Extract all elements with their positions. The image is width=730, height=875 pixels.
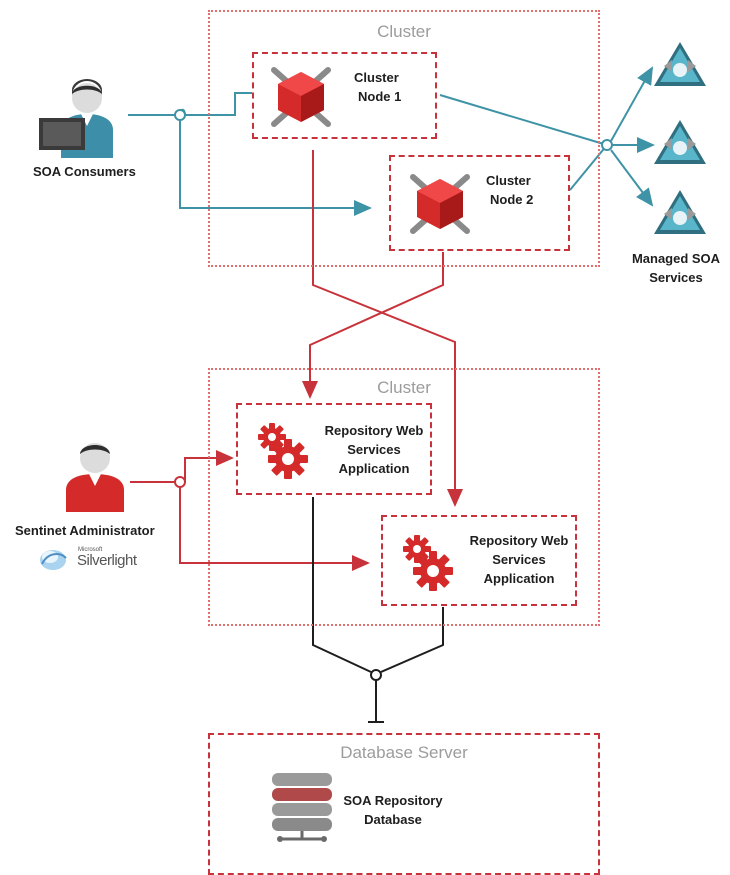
cluster-node-1[interactable]: Cluster Node 1 bbox=[252, 52, 437, 139]
node-2-label-line2: Node 2 bbox=[490, 192, 534, 207]
managed-service-icon bbox=[654, 42, 706, 86]
repository-app-2-line2: Services bbox=[492, 552, 546, 567]
repository-app-1[interactable]: Repository Web Services Application bbox=[236, 403, 432, 495]
administrator-person-icon bbox=[66, 443, 124, 512]
silverlight-microsoft-text: Microsoft bbox=[78, 547, 103, 553]
soa-repository-line2: Database bbox=[364, 812, 422, 827]
managed-services-label-line2: Services bbox=[649, 270, 703, 285]
managed-service-icon bbox=[654, 190, 706, 234]
node-1-label-line2: Node 1 bbox=[358, 89, 402, 104]
database-server: Database Server SOA Repository Database bbox=[208, 733, 600, 875]
admin-links bbox=[130, 450, 370, 571]
sentinet-admin-label: Sentinet Administrator bbox=[15, 523, 155, 538]
database-server-title: Database Server bbox=[340, 743, 468, 762]
top-cluster-title: Cluster bbox=[377, 22, 431, 41]
consumer-links bbox=[128, 85, 372, 216]
database-stack-icon bbox=[272, 773, 332, 842]
node-1-label: Cluster Node 1 bbox=[354, 68, 401, 106]
node-2-label-line1: Cluster bbox=[486, 173, 531, 188]
red-cube-icon bbox=[271, 67, 331, 127]
gears-icon bbox=[258, 423, 308, 479]
node-1-label-line1: Cluster bbox=[354, 70, 399, 85]
managed-services-label-line1: Managed SOA bbox=[631, 251, 721, 266]
node-repo-links bbox=[302, 150, 463, 507]
repository-app-1-line1: Repository Web bbox=[324, 423, 424, 438]
repository-app-1-label: Repository Web Services Application bbox=[316, 421, 432, 478]
repository-app-2[interactable]: Repository Web Services Application bbox=[381, 515, 577, 606]
db-links bbox=[312, 497, 444, 723]
repository-app-2-line1: Repository Web bbox=[469, 533, 569, 548]
soa-repository-label: SOA Repository Database bbox=[338, 791, 448, 829]
cluster-node-2[interactable]: Cluster Node 2 bbox=[389, 155, 570, 251]
top-cluster: Cluster bbox=[208, 10, 600, 267]
managed-service-icon bbox=[654, 120, 706, 164]
gears-icon bbox=[403, 535, 453, 591]
bottom-cluster-title: Cluster bbox=[377, 378, 431, 397]
repository-app-2-line3: Application bbox=[483, 571, 555, 586]
silverlight-text: Silverlight bbox=[77, 552, 137, 569]
node-2-label: Cluster Node 2 bbox=[486, 171, 533, 209]
silverlight-logo: Microsoft Silverlight bbox=[38, 544, 148, 574]
bottom-cluster: Cluster bbox=[208, 368, 600, 626]
repository-app-1-line3: Application bbox=[338, 461, 410, 476]
red-cube-icon bbox=[410, 174, 470, 234]
soa-repository-line1: SOA Repository bbox=[343, 793, 443, 808]
consumer-person-laptop-icon bbox=[39, 79, 113, 158]
repository-app-1-line2: Services bbox=[347, 442, 401, 457]
repository-app-2-label: Repository Web Services Application bbox=[461, 531, 577, 588]
silverlight-icon bbox=[40, 550, 67, 570]
managed-services-label: Managed SOA Services bbox=[626, 249, 726, 287]
service-links bbox=[439, 66, 655, 207]
soa-consumers-label: SOA Consumers bbox=[33, 164, 136, 179]
